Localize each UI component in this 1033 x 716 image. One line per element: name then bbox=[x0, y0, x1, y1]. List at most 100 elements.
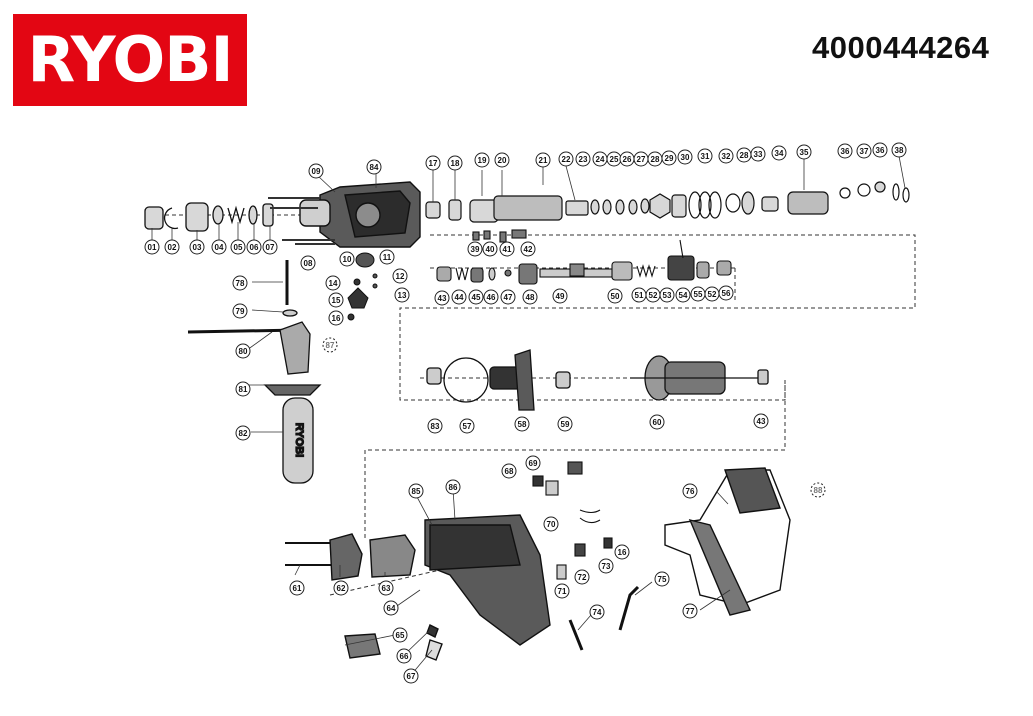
callout-circle bbox=[425, 155, 441, 171]
callout-number: 42 bbox=[524, 245, 533, 254]
side-handle: RYOBI bbox=[187, 260, 322, 484]
callout-circle bbox=[753, 413, 769, 429]
callout-number: 35 bbox=[800, 148, 809, 157]
callout-circle bbox=[494, 152, 510, 168]
callout-circle bbox=[467, 241, 483, 257]
callout-number: 78 bbox=[236, 279, 245, 288]
callout-circle bbox=[246, 239, 262, 255]
gear-housing bbox=[268, 181, 421, 248]
callout-circle bbox=[697, 148, 713, 164]
callout-circle bbox=[589, 604, 605, 620]
callout-16: 16 bbox=[328, 310, 344, 326]
callout-circle bbox=[308, 163, 324, 179]
callout-number: 72 bbox=[578, 573, 587, 582]
callout-63: 63 bbox=[378, 580, 394, 596]
callout-55: 55 bbox=[690, 286, 706, 302]
callout-number: 88 bbox=[814, 486, 823, 495]
part-number: 4000444264 bbox=[812, 30, 990, 65]
callout-number: 86 bbox=[449, 483, 458, 492]
callout-47: 47 bbox=[500, 289, 516, 305]
callout-number: 85 bbox=[412, 487, 421, 496]
callout-circle bbox=[750, 146, 766, 162]
callout-number: 21 bbox=[539, 156, 548, 165]
callout-number: 70 bbox=[547, 520, 556, 529]
callout-74: 74 bbox=[589, 604, 605, 620]
callout-circle bbox=[682, 603, 698, 619]
callout-number: 12 bbox=[396, 272, 405, 281]
callout-number: 66 bbox=[400, 652, 409, 661]
callout-number: 32 bbox=[722, 152, 731, 161]
callout-circle bbox=[659, 287, 675, 303]
callout-number: 84 bbox=[370, 163, 379, 172]
callout-79: 79 bbox=[232, 303, 248, 319]
callout-circle bbox=[451, 289, 467, 305]
callout-42: 42 bbox=[520, 241, 536, 257]
callout-number: 87 bbox=[326, 341, 335, 350]
callout-41: 41 bbox=[499, 241, 515, 257]
callout-43: 43 bbox=[434, 290, 450, 306]
callout-circle bbox=[262, 239, 278, 255]
callout-number: 76 bbox=[686, 487, 695, 496]
callout-number: 28 bbox=[651, 155, 660, 164]
callout-number: 17 bbox=[429, 159, 438, 168]
callout-number: 59 bbox=[561, 420, 570, 429]
callout-number: 43 bbox=[757, 417, 766, 426]
callout-20: 20 bbox=[494, 152, 510, 168]
selector-parts bbox=[347, 252, 378, 321]
callout-circle bbox=[328, 292, 344, 308]
callout-circle bbox=[654, 571, 670, 587]
callout-51: 51 bbox=[631, 287, 647, 303]
callout-number: 58 bbox=[518, 420, 527, 429]
callout-circle bbox=[403, 668, 419, 684]
callout-38: 38 bbox=[891, 142, 907, 158]
callout-02: 02 bbox=[164, 239, 180, 255]
callout-number: 29 bbox=[665, 154, 674, 163]
callout-28: 28 bbox=[736, 147, 752, 163]
callout-09: 09 bbox=[308, 163, 324, 179]
callout-88: 88 bbox=[810, 482, 826, 498]
callout-circle bbox=[379, 249, 395, 265]
callout-29: 29 bbox=[661, 150, 677, 166]
callout-number: 16 bbox=[332, 314, 341, 323]
callout-30: 30 bbox=[677, 149, 693, 165]
callout-number: 40 bbox=[486, 245, 495, 254]
callout-75: 75 bbox=[654, 571, 670, 587]
callout-52: 52 bbox=[704, 286, 720, 302]
callout-circle bbox=[543, 516, 559, 532]
callout-circle bbox=[718, 148, 734, 164]
callout-10: 10 bbox=[339, 251, 355, 267]
callout-number: 01 bbox=[148, 243, 157, 252]
callout-circle bbox=[535, 152, 551, 168]
callout-number: 22 bbox=[562, 155, 571, 164]
callout-number: 52 bbox=[649, 291, 658, 300]
callout-circle bbox=[366, 159, 382, 175]
callout-circle bbox=[514, 416, 530, 432]
callout-57: 57 bbox=[459, 418, 475, 434]
callout-87: 87 bbox=[322, 337, 338, 353]
callout-circle bbox=[500, 289, 516, 305]
callout-number: 46 bbox=[487, 293, 496, 302]
chuck-parts bbox=[144, 202, 274, 232]
callout-number: 44 bbox=[455, 293, 464, 302]
callout-number: 37 bbox=[860, 147, 869, 156]
callout-68: 68 bbox=[501, 463, 517, 479]
callout-19: 19 bbox=[474, 152, 490, 168]
callout-12: 12 bbox=[392, 268, 408, 284]
callout-circle bbox=[771, 145, 787, 161]
callout-number: 56 bbox=[722, 289, 731, 298]
callout-circle bbox=[554, 583, 570, 599]
callout-number: 36 bbox=[841, 147, 850, 156]
callout-number: 16 bbox=[618, 548, 627, 557]
callout-number: 39 bbox=[471, 245, 480, 254]
callout-01: 01 bbox=[144, 239, 160, 255]
callout-circle bbox=[682, 483, 698, 499]
callout-number: 64 bbox=[387, 604, 396, 613]
callout-circle bbox=[499, 241, 515, 257]
callout-number: 03 bbox=[193, 243, 202, 252]
callout-circle bbox=[339, 251, 355, 267]
callout-number: 34 bbox=[775, 149, 784, 158]
callout-number: 73 bbox=[602, 562, 611, 571]
callout-16: 16 bbox=[614, 544, 630, 560]
motor-housing bbox=[285, 514, 551, 661]
callout-37: 37 bbox=[856, 143, 872, 159]
